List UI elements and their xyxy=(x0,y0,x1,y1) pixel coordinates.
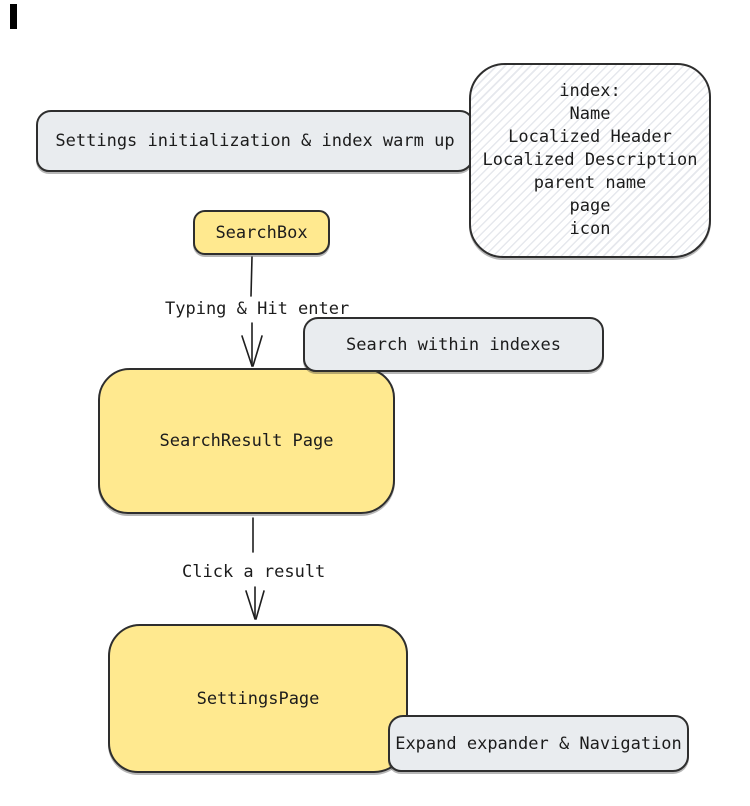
node-search-within-indexes: Search within indexes xyxy=(303,317,604,372)
arrow-click-to-settingspage xyxy=(245,586,265,620)
index-note-field-page: page xyxy=(569,196,611,216)
edge-label-click-a-result: Click a result xyxy=(182,562,326,582)
node-search-within-indexes-label: Search within indexes xyxy=(346,334,561,355)
node-searchbox-label: SearchBox xyxy=(215,222,308,243)
node-index-fields-note: index: Name Localized Header Localized D… xyxy=(469,63,711,258)
index-note-field-localized-description: Localized Description xyxy=(482,150,698,170)
arrow-typing-to-searchresult xyxy=(241,322,263,367)
node-settings-initialization-label: Settings initialization & index warm up xyxy=(55,131,455,151)
node-searchbox: SearchBox xyxy=(193,210,330,255)
text-cursor xyxy=(10,4,17,29)
node-searchresult-page: SearchResult Page xyxy=(98,368,395,514)
index-note-field-parent-name: parent name xyxy=(533,173,647,193)
edge-label-typing-hit-enter: Typing & Hit enter xyxy=(165,299,350,319)
node-settings-initialization: Settings initialization & index warm up xyxy=(36,110,474,172)
connector-searchbox-to-typing xyxy=(250,256,253,297)
index-note-field-localized-header: Localized Header xyxy=(508,127,672,147)
index-note-title: index: xyxy=(559,81,621,101)
index-note-field-name: Name xyxy=(569,104,611,124)
node-expand-expander-navigation-label: Expand expander & Navigation xyxy=(395,733,682,754)
node-expand-expander-navigation: Expand expander & Navigation xyxy=(388,715,689,772)
index-note-field-icon: icon xyxy=(569,219,611,239)
node-settingspage-label: SettingsPage xyxy=(196,688,320,709)
node-searchresult-page-label: SearchResult Page xyxy=(159,431,334,451)
node-settingspage: SettingsPage xyxy=(108,624,408,773)
